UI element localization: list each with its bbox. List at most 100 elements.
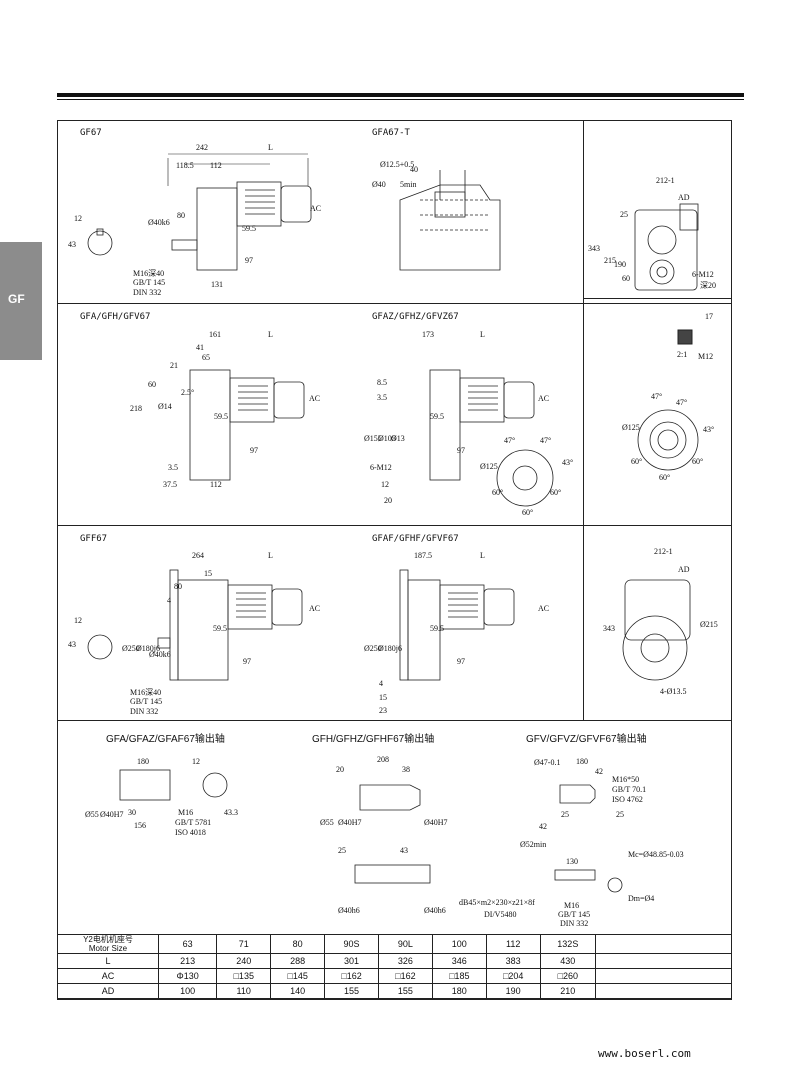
dim-gf67-242: 242 bbox=[196, 143, 208, 152]
dim-gff-d250: Ø250 bbox=[122, 644, 140, 653]
table-cell: 140 bbox=[270, 983, 326, 999]
dim-gfa-161: 161 bbox=[209, 330, 221, 339]
dim-out1-d40: Ø40H7 bbox=[100, 810, 124, 819]
dim-out3-m16: M16*50 bbox=[612, 775, 640, 784]
dim-rt-125: Ø125 bbox=[622, 423, 640, 432]
dim-gfaf-343: 343 bbox=[603, 624, 615, 633]
dim-out1-12: 12 bbox=[192, 757, 200, 766]
dim-gf67-AC: AC bbox=[310, 204, 322, 213]
dim-gff-59: 59.5 bbox=[213, 624, 227, 633]
gfaz-drawing bbox=[429, 369, 554, 507]
table-cell: 155 bbox=[377, 983, 433, 999]
dim-out3-gbt145: GB/T 145 bbox=[558, 910, 591, 919]
dim-gff-gbt: GB/T 145 bbox=[130, 697, 163, 706]
table-cell-empty bbox=[595, 934, 732, 954]
dim-gfaz-60a: 60° bbox=[492, 488, 504, 497]
table-cell: □135 bbox=[216, 968, 272, 984]
dim-out2-d40a: Ø40H7 bbox=[338, 818, 362, 827]
table-header-en: Motor Size bbox=[88, 944, 128, 953]
dim-gfa67t-40: 40 bbox=[410, 165, 418, 174]
dim-gfaz-AC: AC bbox=[538, 394, 550, 403]
dim-rt-17: 17 bbox=[705, 312, 713, 321]
dim-gfaf-15: 15 bbox=[379, 693, 387, 702]
dim-gfaf-d250: Ø250 bbox=[364, 644, 382, 653]
table-cell-empty bbox=[595, 983, 732, 999]
dim-gfa-37.5: 37.5 bbox=[163, 480, 177, 489]
dim-rt-60b: 60° bbox=[692, 457, 704, 466]
dim-gff-4: 4 bbox=[167, 596, 171, 605]
dim-gfaf-59: 59.5 bbox=[430, 624, 444, 633]
dim-gff-15: 15 bbox=[204, 569, 212, 578]
table-cell: □185 bbox=[431, 968, 487, 984]
dim-out3-dm: Dm=Ø4 bbox=[628, 894, 655, 903]
dim-out1-43: 43.3 bbox=[224, 808, 238, 817]
dim-rt-m12: M12 bbox=[698, 352, 714, 361]
dim-gff-264: 264 bbox=[192, 551, 204, 560]
dim-gfaf-187: 187.5 bbox=[414, 551, 432, 560]
header-rule-thick bbox=[57, 93, 744, 97]
dim-rt-60c: 60° bbox=[659, 473, 671, 482]
table-row-AC: AC Φ130 □135 □145 □162 □162 □185 □204 □2… bbox=[57, 968, 732, 984]
table-row-AD: AD 100 110 140 155 155 180 190 210 bbox=[57, 983, 732, 999]
dim-out3-din: DIN 332 bbox=[560, 919, 589, 928]
dim-gff-80: 80 bbox=[174, 582, 182, 591]
dim-out1-m16: M16 bbox=[178, 808, 194, 817]
dim-gfa-97: 97 bbox=[250, 446, 258, 455]
dim-gfa-AC: AC bbox=[309, 394, 321, 403]
dim-out3-gbt: GB/T 70.1 bbox=[612, 785, 647, 794]
flange-bolt-circle-drawing bbox=[637, 409, 699, 471]
dim-rt-AD: AD bbox=[678, 193, 690, 202]
detail-screw-drawing bbox=[677, 329, 693, 345]
dim-gfa-41: 41 bbox=[196, 343, 204, 352]
dim-gfaz-3.5: 3.5 bbox=[377, 393, 387, 402]
table-row-label: AD bbox=[57, 983, 159, 999]
title-output-shaft-2: GFH/GFHZ/GFHF67输出轴 bbox=[312, 734, 435, 745]
table-cell: 100 bbox=[431, 934, 487, 954]
dim-rt-47a: 47° bbox=[651, 392, 663, 401]
title-output-shaft-3: GFV/GFVZ/GFVF67输出轴 bbox=[526, 734, 647, 745]
table-cell: □162 bbox=[324, 968, 379, 984]
dim-gf67-m16: M16深40 bbox=[133, 269, 165, 278]
dim-gfaz-97: 97 bbox=[457, 446, 465, 455]
dim-rt-190: 190 bbox=[614, 260, 626, 269]
measuring-pin-drawing bbox=[607, 877, 623, 893]
table-cell-empty bbox=[595, 953, 732, 969]
dim-gff-12: 12 bbox=[74, 616, 82, 625]
dim-gfaz-59: 59.5 bbox=[430, 412, 444, 421]
table-row-label: AC bbox=[57, 968, 159, 984]
title-output-shaft-1: GFA/GFAZ/GFAF67输出轴 bbox=[106, 734, 225, 745]
dim-out1-iso: ISO 4018 bbox=[175, 828, 206, 837]
dim-gf67-gbt: GB/T 145 bbox=[133, 278, 166, 287]
dim-out1-180: 180 bbox=[137, 757, 149, 766]
dim-gfaz-60c: 60° bbox=[522, 508, 534, 517]
dim-out3-42: 42 bbox=[595, 767, 603, 776]
dim-gfaf-L: L bbox=[480, 551, 485, 560]
dim-out1-gbt: GB/T 5781 bbox=[175, 818, 212, 827]
table-cell: □162 bbox=[377, 968, 433, 984]
dim-gfaz-d105: Ø105 bbox=[378, 434, 396, 443]
dim-gfaz-43: 43° bbox=[562, 458, 574, 467]
table-cell: 430 bbox=[539, 953, 597, 969]
title-gf67: GF67 bbox=[80, 128, 102, 138]
table-cell: □204 bbox=[485, 968, 541, 984]
dim-out3-180: 180 bbox=[576, 757, 588, 766]
row-divider-3 bbox=[57, 720, 732, 721]
row-divider-1 bbox=[57, 303, 732, 304]
dim-gf67-43: 43 bbox=[68, 240, 76, 249]
right-cell-divider bbox=[583, 298, 732, 299]
gfa67t-drawing bbox=[399, 170, 501, 271]
table-row-label: L bbox=[57, 953, 159, 969]
dim-gfa-2.5: 2.5° bbox=[181, 388, 195, 397]
table-cell: 155 bbox=[324, 983, 379, 999]
dim-gfaz-L: L bbox=[480, 330, 485, 339]
gf67-drawing bbox=[87, 153, 312, 271]
dim-gfaf-212: 212-1 bbox=[654, 547, 673, 556]
dim-out3-iso: ISO 4762 bbox=[612, 795, 643, 804]
table-cell: 180 bbox=[431, 983, 487, 999]
dim-gfa-d14: Ø14 bbox=[158, 402, 172, 411]
title-gfa: GFA/GFH/GFV67 bbox=[80, 312, 151, 322]
dim-gfa-3.5: 3.5 bbox=[168, 463, 178, 472]
dim-gfaf-23: 23 bbox=[379, 706, 387, 715]
dim-gff-d40: Ø40k6 bbox=[149, 650, 171, 659]
